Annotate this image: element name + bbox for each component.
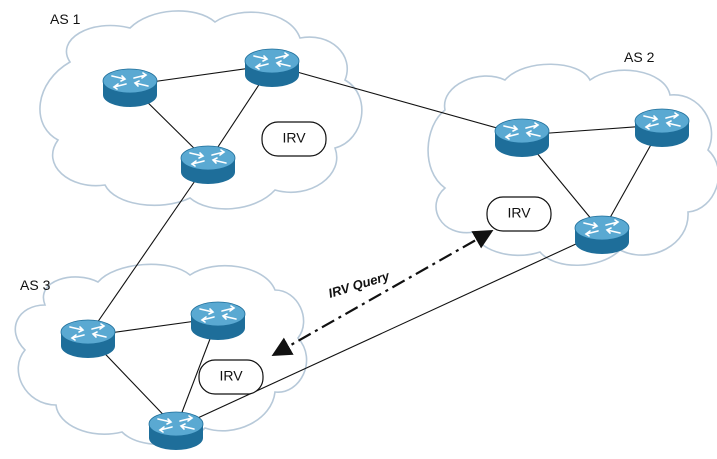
router-icon (494, 118, 550, 157)
as3-irv-box: IRV (198, 359, 264, 395)
router-icon (244, 48, 300, 87)
router-icon (190, 301, 246, 340)
router-icon (180, 145, 236, 184)
as2-irv-label: IRV (507, 205, 531, 221)
router-icon (634, 108, 690, 147)
as2-label: AS 2 (624, 49, 655, 65)
link-as1-r3-as3-r1 (87, 161, 209, 337)
irv-query-label: IRV Query (326, 268, 391, 301)
as1-irv-label: IRV (282, 130, 306, 146)
router-icon (148, 411, 204, 450)
as2-irv-box: IRV (486, 196, 552, 232)
router-icon (574, 215, 630, 254)
as3-label: AS 3 (20, 277, 51, 293)
as3-irv-label: IRV (219, 368, 243, 384)
as2-cloud (427, 63, 717, 267)
router-icon (102, 68, 158, 107)
link-as1-r2-as2-r1 (271, 64, 523, 136)
as1-irv-box: IRV (261, 121, 327, 157)
routers-layer (60, 48, 690, 450)
router-icon (60, 319, 116, 358)
as1-label: AS 1 (50, 11, 81, 27)
irv-query-arrow (271, 230, 494, 356)
